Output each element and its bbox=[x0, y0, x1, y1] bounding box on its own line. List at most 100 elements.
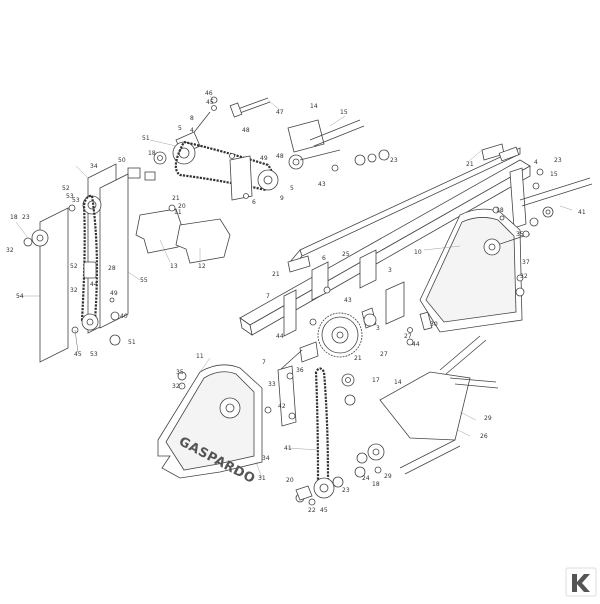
part-label: 6 bbox=[322, 255, 326, 262]
part-label: 45 bbox=[320, 507, 328, 514]
part-label: 11 bbox=[196, 353, 204, 360]
part-label: 45 bbox=[206, 99, 214, 106]
part-label: 34 bbox=[90, 163, 98, 170]
part-label: 23 bbox=[554, 157, 562, 164]
part-label: 33 bbox=[268, 381, 276, 388]
brand-logo bbox=[565, 567, 597, 597]
part-label: 18 bbox=[496, 207, 504, 214]
part-label: 11 bbox=[174, 209, 182, 216]
part-label: 13 bbox=[170, 263, 178, 270]
part-label: 48 bbox=[276, 153, 284, 160]
part-label: 17 bbox=[372, 377, 380, 384]
part-label: 32 bbox=[70, 287, 78, 294]
part-label: 23 bbox=[342, 487, 350, 494]
part-label: 30 bbox=[430, 321, 438, 328]
part-label: 5 bbox=[290, 185, 294, 192]
part-label: 44 bbox=[90, 281, 98, 288]
part-label: 29 bbox=[384, 473, 392, 480]
part-label: 35 bbox=[176, 369, 184, 376]
part-label: 25 bbox=[342, 251, 350, 258]
part-label: 18 bbox=[10, 214, 18, 221]
part-label: 27 bbox=[380, 351, 388, 358]
part-label: 31 bbox=[258, 475, 266, 482]
part-label: 43 bbox=[344, 297, 352, 304]
part-label: 9 bbox=[280, 195, 284, 202]
part-label: 32 bbox=[172, 383, 180, 390]
left-chain-casing bbox=[23, 163, 129, 363]
part-label: 55 bbox=[140, 277, 148, 284]
part-label: 53 bbox=[90, 351, 98, 358]
part-label: 53 bbox=[72, 197, 80, 204]
part-label: 53 bbox=[66, 193, 74, 200]
part-label: 6 bbox=[252, 199, 256, 206]
part-label: 27 bbox=[404, 333, 412, 340]
part-label: 51 bbox=[128, 339, 136, 346]
part-label: 47 bbox=[276, 109, 284, 116]
leader-lines bbox=[15, 95, 573, 479]
part-label: 21 bbox=[354, 355, 362, 362]
part-label: 26 bbox=[480, 433, 488, 440]
part-label: 4 bbox=[534, 159, 538, 166]
right-cover bbox=[419, 208, 531, 333]
part-label: 20 bbox=[178, 203, 186, 210]
part-label: 18 bbox=[372, 481, 380, 488]
part-label: 45 bbox=[74, 351, 82, 358]
part-label: 35 bbox=[516, 231, 524, 238]
part-label: 28 bbox=[108, 265, 116, 272]
part-label: 22 bbox=[308, 507, 316, 514]
right-shaft-assembly bbox=[492, 146, 593, 238]
part-label: 21 bbox=[172, 195, 180, 202]
part-label: 49 bbox=[260, 155, 268, 162]
part-label: 12 bbox=[198, 263, 206, 270]
part-labels: 46 45 47 48 8 4 14 15 51 18 5 23 9 21 5 … bbox=[6, 90, 586, 514]
part-label: 37 bbox=[522, 259, 530, 266]
part-label: 50 bbox=[118, 157, 126, 164]
part-label: 44 bbox=[412, 341, 420, 348]
frame-brackets bbox=[283, 143, 527, 346]
part-label: 46 bbox=[205, 90, 213, 97]
part-label: 41 bbox=[578, 209, 586, 216]
part-label: 51 bbox=[142, 135, 150, 142]
part-label: 4 bbox=[190, 127, 194, 134]
belt-covers bbox=[135, 204, 231, 264]
part-label: 48 bbox=[242, 127, 250, 134]
part-label: 40 bbox=[120, 313, 128, 320]
lower-hopper bbox=[379, 335, 499, 475]
part-label: 14 bbox=[394, 379, 402, 386]
part-label: 10 bbox=[414, 249, 422, 256]
part-label: 52 bbox=[62, 185, 70, 192]
center-sprocket bbox=[279, 307, 433, 371]
part-label: 43 bbox=[318, 181, 326, 188]
part-label: 42 bbox=[278, 403, 286, 410]
part-label: 49 bbox=[110, 290, 118, 297]
part-label: 7 bbox=[262, 359, 266, 366]
part-label: 15 bbox=[550, 171, 558, 178]
part-label: 54 bbox=[16, 293, 24, 300]
part-label: 36 bbox=[296, 367, 304, 374]
upper-drive-assembly bbox=[127, 96, 390, 201]
part-label: 8 bbox=[190, 115, 194, 122]
part-label: 21 bbox=[466, 161, 474, 168]
left-lower-cover: GASPARDO bbox=[157, 364, 272, 487]
part-label: 14 bbox=[310, 103, 318, 110]
part-label: 3 bbox=[376, 325, 380, 332]
part-label: 20 bbox=[286, 477, 294, 484]
part-label: 18 bbox=[148, 150, 156, 157]
part-label: 5 bbox=[178, 125, 182, 132]
part-label: 23 bbox=[390, 157, 398, 164]
part-label: 29 bbox=[484, 415, 492, 422]
part-label: 32 bbox=[6, 247, 14, 254]
part-label: 7 bbox=[266, 293, 270, 300]
part-label: 41 bbox=[284, 445, 292, 452]
part-label: 34 bbox=[262, 455, 270, 462]
part-label: 32 bbox=[520, 273, 528, 280]
part-label: 21 bbox=[272, 271, 280, 278]
part-label: 24 bbox=[362, 475, 370, 482]
part-label: 44 bbox=[276, 333, 284, 340]
part-label: 23 bbox=[22, 214, 30, 221]
part-label: 52 bbox=[70, 263, 78, 270]
part-label: 15 bbox=[340, 109, 348, 116]
part-label: 3 bbox=[388, 267, 392, 274]
